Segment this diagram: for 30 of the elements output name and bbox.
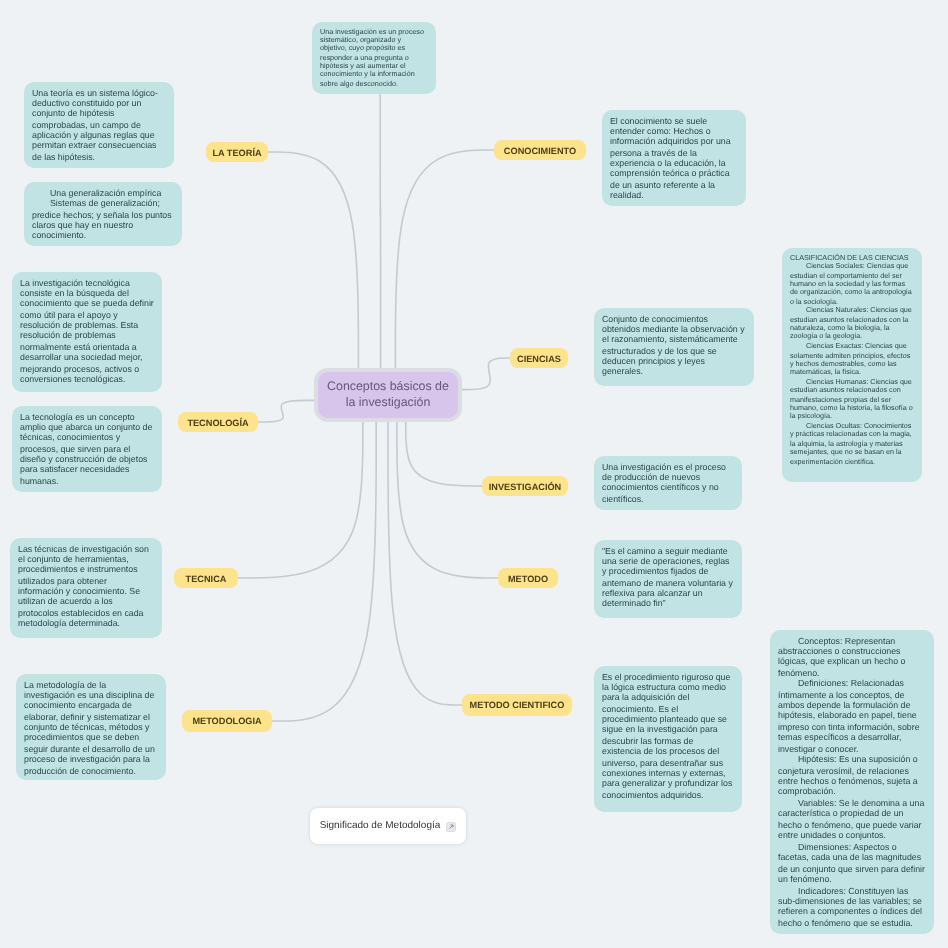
connector-line [396, 421, 499, 579]
note-card [10, 538, 162, 638]
central-topic [314, 368, 462, 422]
branch-tag [462, 694, 572, 716]
branch-tag [510, 348, 568, 368]
connector-line [404, 421, 483, 487]
link-preview-card [310, 808, 466, 844]
connector-line [387, 421, 463, 706]
branch-tag [206, 142, 268, 162]
connector-line [237, 421, 364, 579]
note-card [602, 110, 746, 206]
note-card [782, 248, 922, 482]
connector-line [379, 92, 382, 369]
branch-tag [494, 140, 586, 160]
connector-line [257, 399, 315, 423]
branch-tag [182, 710, 272, 732]
note-card [24, 182, 182, 247]
branch-tag [178, 412, 258, 432]
connector-line [461, 357, 511, 391]
note-card [770, 630, 934, 934]
connector-line [271, 421, 377, 722]
connector-line [394, 149, 495, 369]
note-card [24, 82, 174, 168]
branch-tag [482, 476, 568, 496]
connector-line [267, 151, 360, 369]
branch-tag [174, 568, 238, 588]
note-card [312, 22, 436, 94]
note-card [594, 456, 742, 510]
note-card [594, 666, 742, 812]
branch-tag [498, 568, 558, 588]
